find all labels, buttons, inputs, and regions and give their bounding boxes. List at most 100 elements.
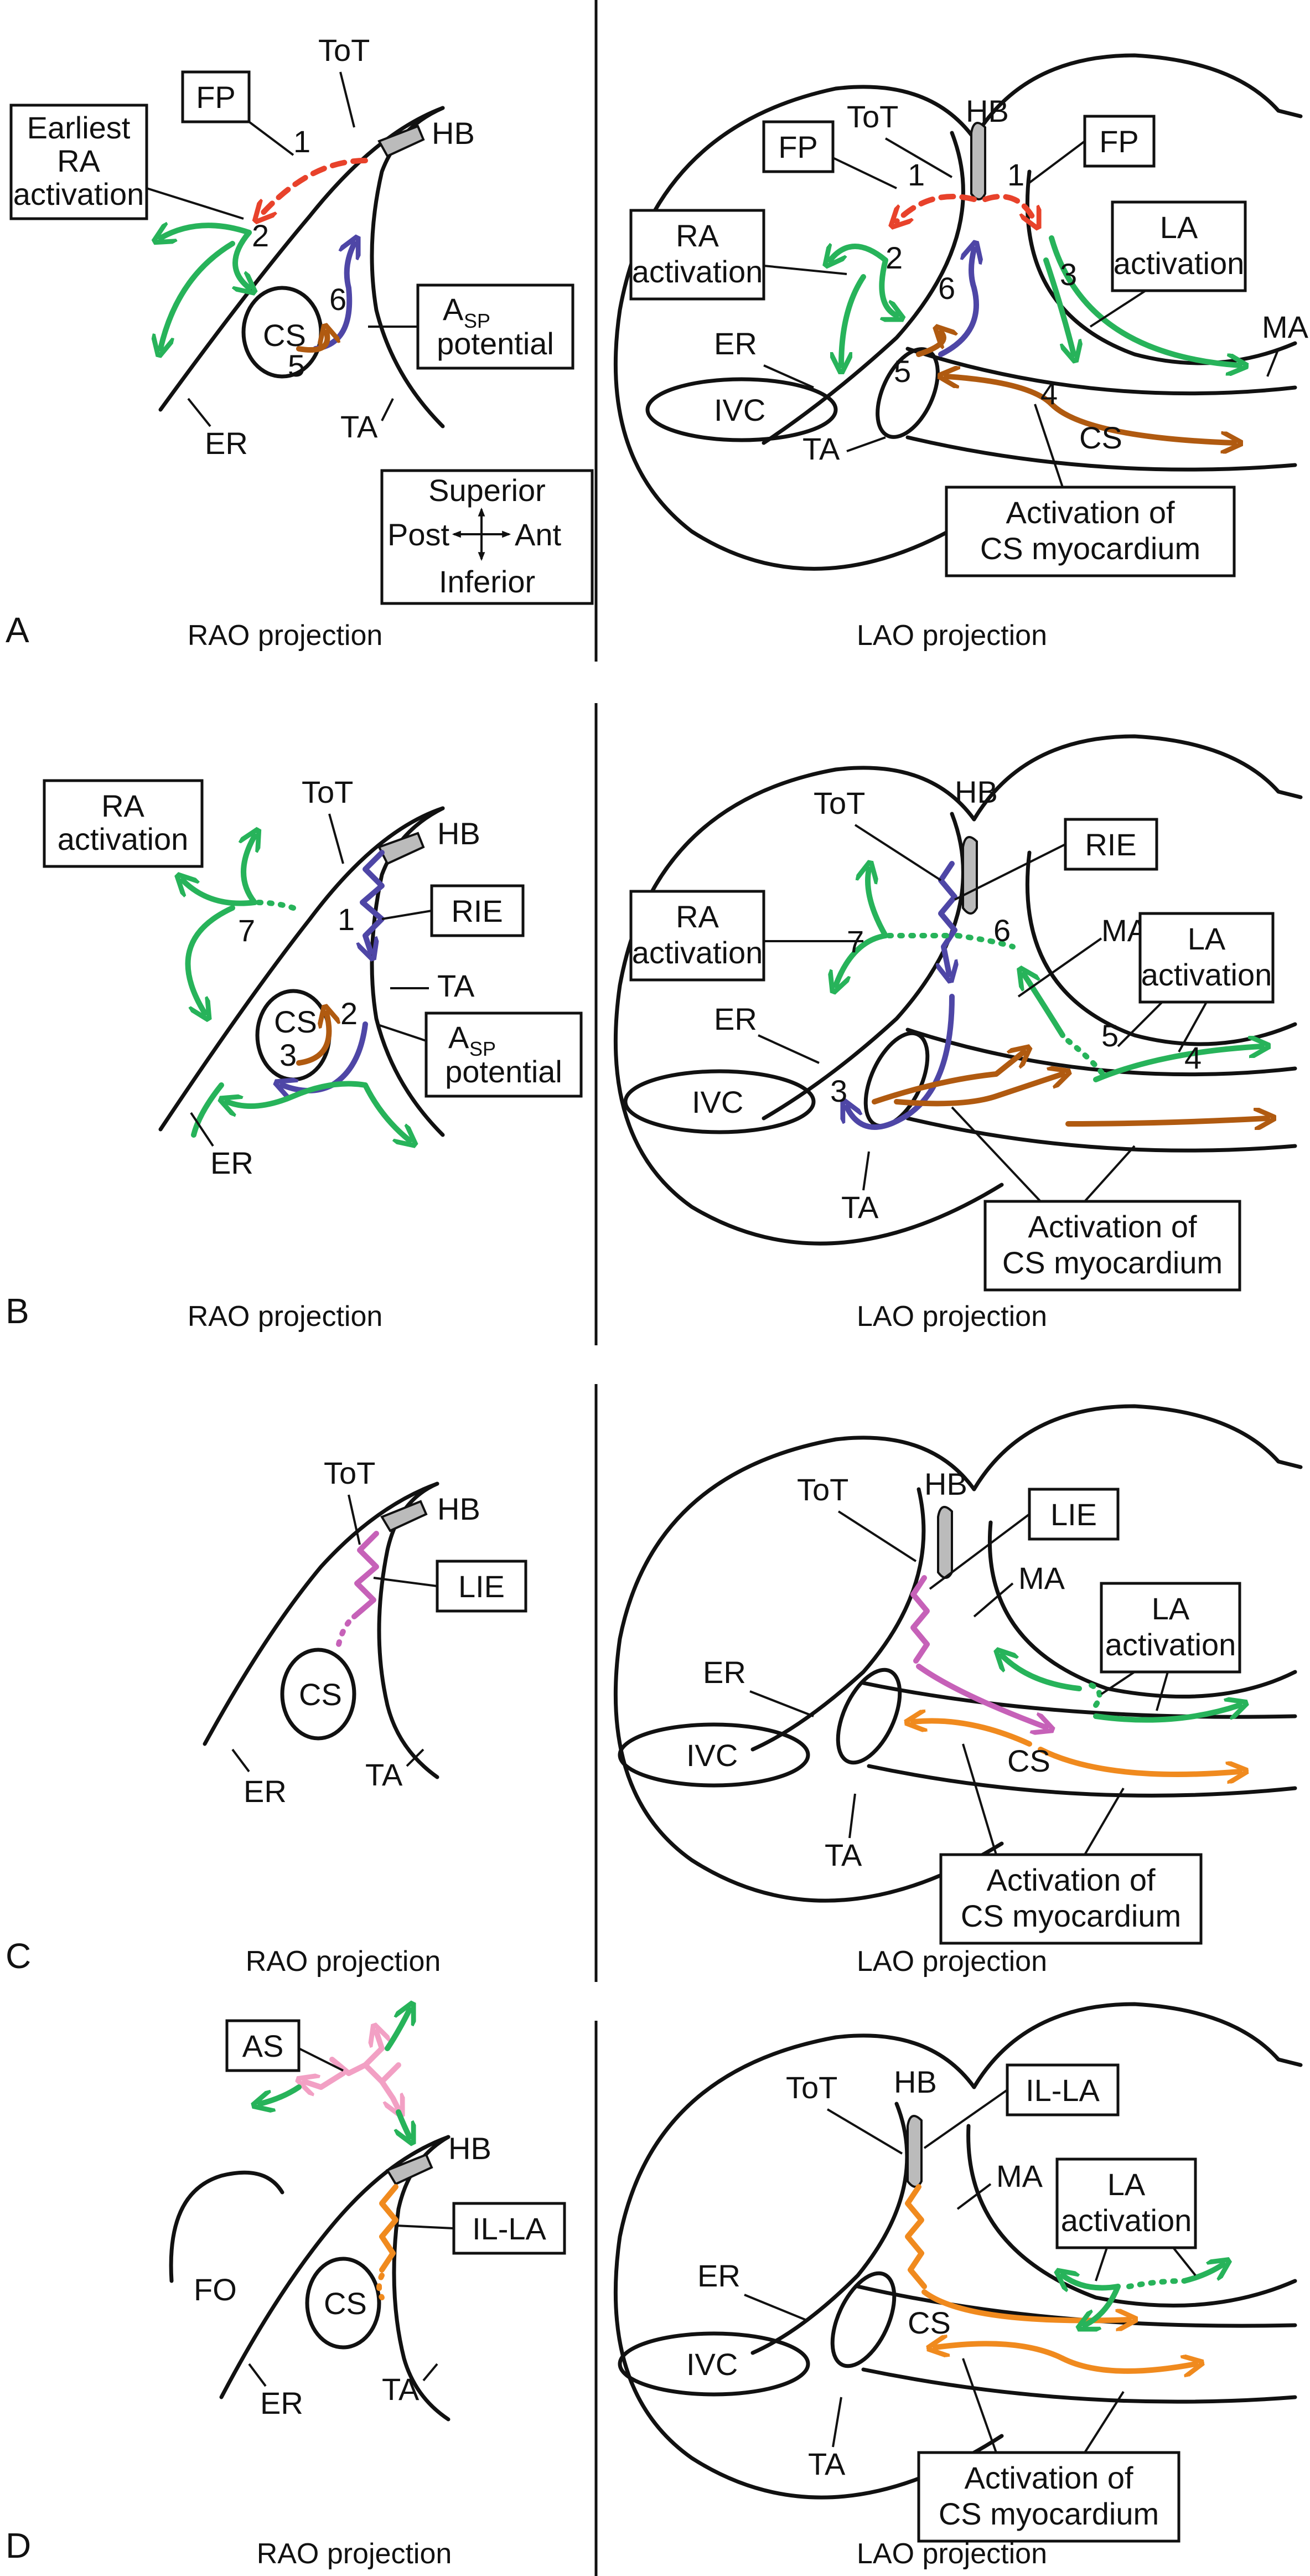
lie-arrow-to-cs [916,1664,1046,1727]
ra-activation-arrows-5 [363,1082,410,1140]
er-label: ER [714,1002,757,1036]
hb-label: HB [894,2064,937,2099]
cs-act-label-2: CS myocardium [980,531,1200,566]
tot-label: ToT [847,99,898,134]
ra-activation-arrows-2 [235,230,249,288]
fast-pathway-left [897,194,977,221]
ivc [618,2331,810,2397]
panel-letter-b: B [6,1291,29,1331]
cs-activation-arrow [913,1721,1032,1747]
lie-box [436,1560,527,1613]
ra-activation-arrows-3 [160,241,235,349]
panel-b: RA activation ToT HB RIE TA A SP potenti… [6,734,1303,1333]
lao-title-c: LAO projection [857,1945,1047,1978]
cs-lower [905,435,1297,472]
ra-circle [613,1436,1004,1903]
his-bundle [937,1506,953,1579]
lao-title-d: LAO projection [857,2538,1047,2570]
asp-label-sub: SP [464,309,490,332]
panel-d-lao: ToT HB IL-LA MA LA activation ER IVC CS … [613,2002,1303,2543]
ta-label: TA [340,409,378,444]
il-la-arrow [379,2184,398,2273]
la-activation-dotted-5 [1065,1038,1110,1082]
fp-box [181,70,251,123]
la-activation-arrow [1063,2275,1121,2288]
ra-activation-arrows-2 [836,933,888,985]
cs-activation-box [983,1200,1241,1292]
ra-activation-arrow-up [385,2010,410,2051]
ra-activation-arrow-left [260,2084,302,2104]
la-label-1: LA [1188,921,1226,956]
ra-activation-arrows-2 [183,880,257,906]
orient-post: Post [387,517,449,552]
la-activation-dotted [955,933,1016,949]
num-4: 4 [1184,1040,1202,1075]
cs-activation-arrow [872,1052,1024,1104]
cs-activation-arrow-2 [946,376,1054,407]
hb-label: HB [924,1467,967,1501]
panel-a: FP ToT HB Earliest RA activation 1 2 CS … [6,33,1309,652]
ta-line [370,106,445,429]
la-label-1: LA [1160,210,1198,245]
ta-label: TA [365,1757,403,1792]
fast-pathway-right [982,194,1035,221]
his-bundle [970,122,986,200]
cs-ostium [830,2271,897,2368]
er-label: ER [703,1655,746,1690]
num-5: 5 [1101,1018,1119,1053]
la-activation-arrow-2 [1093,1705,1240,1723]
la-activation-arrow [1002,1655,1082,1691]
la-activation-dotted [1126,2278,1187,2289]
ta-label: TA [802,431,840,466]
il-la-label: IL-LA [472,2211,546,2246]
ta-label: TA [808,2446,846,2481]
cs-ostium [280,1648,356,1741]
cs-lower [905,1116,1297,1153]
il-la-arrow [905,2184,927,2289]
ivc [618,1722,810,1788]
il-la-dotted [376,2273,385,2300]
la-activation-arrow-4 [1093,1046,1262,1082]
la-activation-arrow-3 [1182,2264,1223,2284]
tot-line [750,2102,909,2355]
er-ridge [158,106,445,412]
num-5: 5 [288,348,305,383]
cs-act-label-1: Activation of [1028,1209,1197,1244]
la-circle [972,2002,1303,2089]
his-bundle [380,1500,428,1532]
ra-activation-dotted [252,900,296,911]
asp-label-potential: potential [437,326,554,361]
tot-line [750,1487,926,1752]
er-label: ER [260,2386,303,2420]
tot-label: ToT [302,775,353,809]
asp-label-potential: potential [445,1054,562,1089]
ta-label: TA [382,2372,420,2407]
hb-label: HB [448,2131,491,2166]
ra-label-2: activation [632,254,763,289]
ivc [623,1069,816,1134]
er-ridge [158,806,445,1132]
cs-label: CS [908,2305,951,2340]
ra-activation-arrows-3 [841,274,866,365]
cs-ostium [836,1668,902,1765]
fp-label: FP [196,80,236,115]
ra-label-2: activation [58,822,189,856]
cs-activation-arrow [935,2343,1065,2361]
tot-label: ToT [324,1455,375,1490]
panel-c-lao: ToT HB LIE MA LA activation ER IVC CS TA… [613,1404,1303,1945]
la-activation-arrow-2 [1043,257,1074,354]
la-activation-box [1100,1582,1241,1674]
ra-circle [613,766,1004,1246]
il-la-box [452,2202,566,2255]
lie-arrow [351,1531,379,1619]
cs-act-label-1: Activation of [1006,495,1174,530]
er-label: ER [697,2258,741,2293]
panel-letter-d: D [6,2526,31,2565]
cs-label: CS [299,1677,342,1712]
num-7: 7 [847,924,864,959]
cs-act-label-2: CS myocardium [1002,1245,1223,1280]
la-label-2: activation [1141,957,1272,992]
fp-label-right: FP [1099,124,1139,159]
tot-line [762,812,965,1121]
panel-c-rao: ToT HB LIE CS ER TA [203,1455,527,1809]
